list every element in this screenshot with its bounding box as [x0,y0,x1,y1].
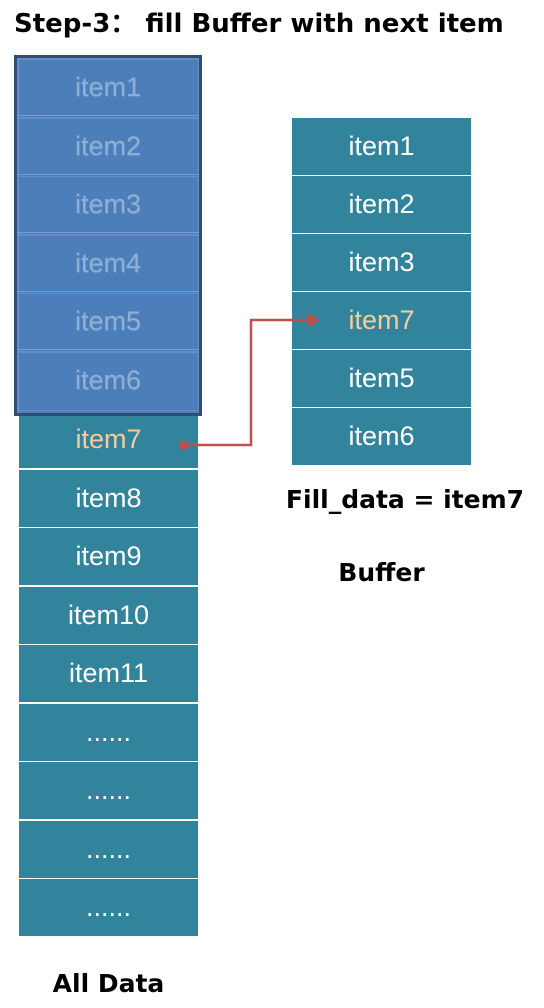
all-data-label: All Data [52,969,165,998]
all-data-cell: item11 [19,645,198,702]
buffer-cell: item3 [292,234,471,291]
all-data-cell: ...... [19,704,198,761]
buffer-cell: item5 [292,350,471,407]
all-data-cell: item9 [19,528,198,585]
all-data-cell: ...... [19,821,198,878]
consumed-items-overlay: item1 item2 item3 item4 item5 item6 [14,55,202,416]
overlay-cell: item3 [17,175,199,233]
buffer-cell: item2 [292,176,471,233]
page-title: Step-3： fill Buffer with next item [14,9,504,39]
overlay-cell: item6 [74,365,142,395]
overlay-cell: item4 [17,234,199,292]
fill-data-label: Fill_data = item7 [285,485,525,514]
fill-arrow-line [186,318,312,447]
all-data-cell: item10 [19,587,198,644]
overlay-cell: item1 [17,58,199,116]
fill-arrow-head [308,313,320,327]
overlay-cell: item5 [17,292,199,350]
buffer-cell: item1 [292,118,471,175]
buffer-label: Buffer [338,558,425,587]
buffer-cell: item6 [292,408,471,465]
buffer-cell-filled: item7 [292,292,471,349]
overlay-cell: item2 [17,117,199,175]
all-data-cell: item8 [19,470,198,527]
all-data-cell: ...... [19,762,198,819]
fill-arrow-origin [179,440,189,450]
all-data-cell-current: item7 [19,411,198,468]
all-data-cell: ...... [19,879,198,936]
buffer-column: item1 item2 item3 item7 item5 item6 [292,118,471,465]
